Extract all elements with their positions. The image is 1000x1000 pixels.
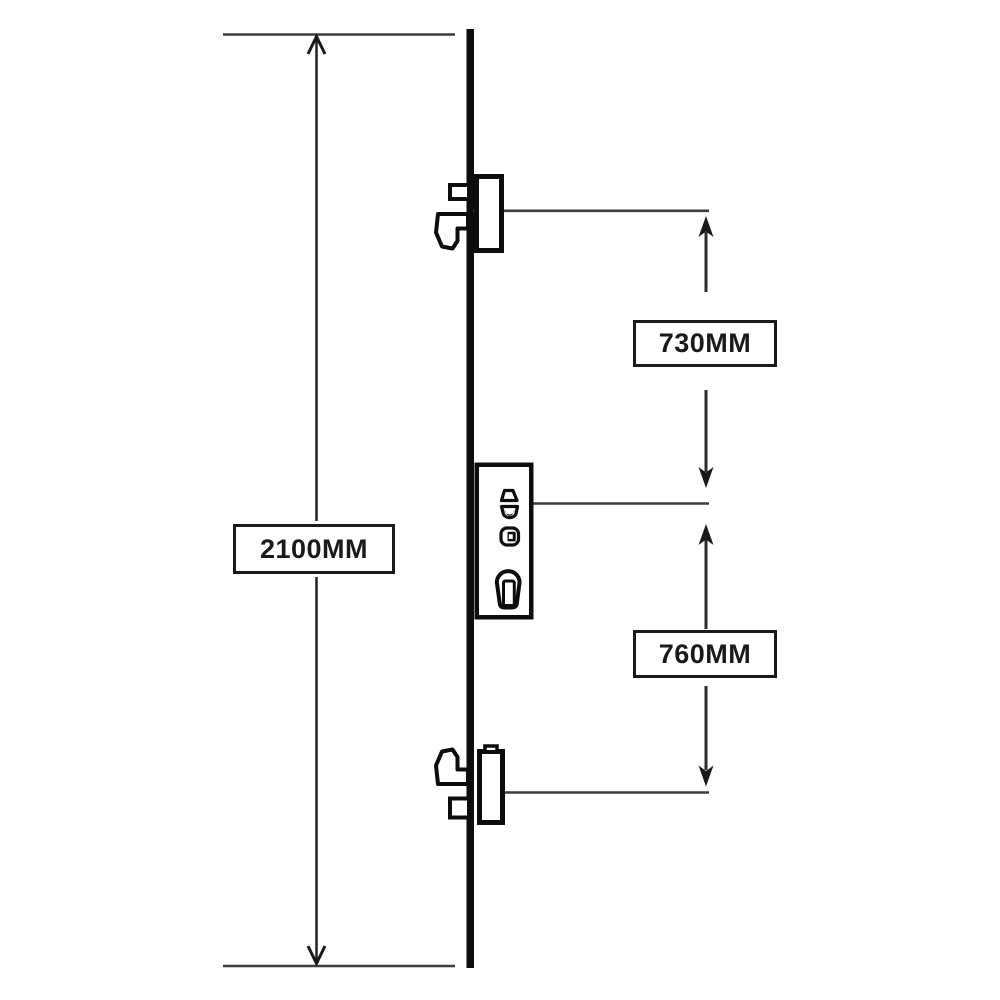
top-hook-assembly (434, 174, 504, 253)
bottom-hook-tab (448, 796, 471, 820)
total-height-dimension (306, 33, 327, 967)
deadbolt-slot-notch (508, 534, 513, 539)
arrow-up-icon (306, 33, 327, 55)
top-spacing-dimension (698, 216, 714, 488)
bottom-hook-keep-lip (483, 744, 499, 750)
bottom-spacing-dimension (698, 524, 714, 787)
centre-lock-case (474, 462, 534, 620)
total-height-label: 2100MM (233, 524, 395, 574)
euro-cylinder-keyway (502, 579, 516, 607)
centre-to-bottom-hook-label: 760MM (633, 630, 777, 678)
spindle-follower-top (499, 488, 519, 503)
arrow-down-icon (306, 945, 327, 967)
arrow-up-icon (698, 216, 714, 237)
top-hook-keep-body (474, 174, 504, 253)
bottom-hook-keep-body (477, 749, 505, 825)
arrow-down-icon (698, 467, 714, 488)
spindle-follower-bottom (499, 504, 520, 520)
spindle-follower-slot (504, 509, 515, 516)
lock-strip (466, 29, 474, 968)
arrow-up-icon (698, 524, 714, 545)
top-hook-tab (448, 183, 471, 201)
top-hook-bolt-icon (434, 212, 470, 251)
top-hook-to-centre-label: 730MM (633, 320, 777, 367)
bottom-hook-bolt-icon (434, 747, 470, 786)
door-edge-lines (223, 33, 455, 968)
arrow-down-icon (698, 765, 714, 787)
bottom-hook-assembly (434, 744, 505, 825)
